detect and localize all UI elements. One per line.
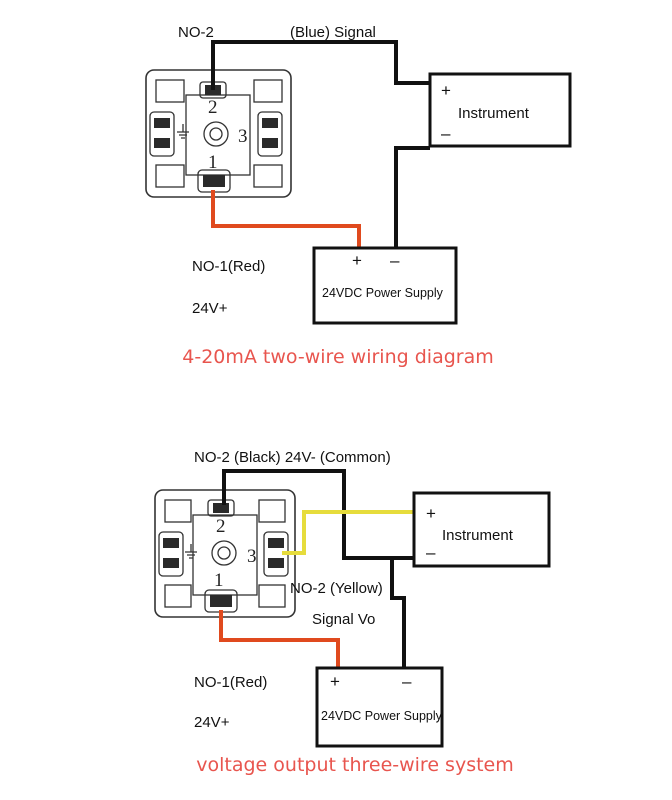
power-supply-label: 24VDC Power Supply (321, 709, 443, 723)
power-supply-label: 24VDC Power Supply (322, 286, 444, 300)
center-screw-inner (217, 546, 231, 560)
terminal-3-screw (268, 558, 284, 568)
terminal-number: 3 (238, 126, 248, 147)
label-blue-signal: (Blue) Signal (290, 24, 376, 41)
ground-terminal-screw (154, 138, 170, 148)
terminal-1-screw (203, 175, 225, 187)
instrument-plus: + (441, 81, 451, 100)
terminal-2-screw (213, 503, 229, 513)
label-no1-red: NO-1(Red) (194, 674, 267, 691)
ground-symbol-icon (185, 544, 197, 559)
label-signal-vo: Signal Vo (312, 611, 375, 628)
power-supply-minus: – (402, 672, 412, 691)
terminal-3-screw (262, 138, 278, 148)
connector-detail (155, 164, 185, 188)
label-common-black: NO-2 (Black) 24V- (Common) (194, 449, 391, 466)
instrument-box-bottom: + Instrument – (412, 491, 551, 568)
ground-terminal-screw (154, 118, 170, 128)
label-no2: NO-2 (178, 24, 214, 41)
ground-symbol-icon (177, 124, 189, 139)
connector-body-top: 2 3 1 (145, 69, 292, 198)
center-screw (211, 540, 237, 566)
caption-two-wire: 4-20mA two-wire wiring diagram (182, 346, 494, 368)
power-wire-red (211, 190, 361, 248)
caption-three-wire: voltage output three-wire system (196, 754, 514, 776)
instrument-minus: – (441, 124, 451, 143)
connector-detail (155, 79, 185, 103)
instrument-return-wire (394, 146, 430, 248)
terminal-1-screw (210, 595, 232, 607)
connector-body-bottom: 2 3 1 (154, 489, 296, 618)
connector-detail (164, 584, 192, 608)
connector-detail (253, 164, 283, 188)
label-no1-red: NO-1(Red) (192, 258, 265, 275)
instrument-label: Instrument (442, 527, 514, 544)
power-supply-box (312, 246, 458, 325)
connector-detail (164, 499, 192, 523)
ground-terminal-screw (163, 538, 179, 548)
signal-wire-yellow (282, 510, 414, 555)
instrument-box (412, 491, 551, 568)
power-supply-plus: + (330, 672, 340, 691)
power-supply-box-bottom: + – 24VDC Power Supply (315, 666, 444, 748)
power-wire-red (219, 610, 340, 668)
label-no2-yellow: NO-2 (Yellow) (290, 580, 383, 597)
terminal-3-screw (268, 538, 284, 548)
common-to-supply-wire (390, 558, 406, 668)
instrument-plus: + (426, 504, 436, 523)
instrument-box-top: + Instrument – (428, 72, 572, 148)
ground-terminal (158, 531, 184, 577)
instrument-minus: – (426, 543, 436, 562)
terminal-3 (257, 111, 283, 157)
terminal-3-screw (262, 118, 278, 128)
center-screw-inner (209, 127, 223, 141)
power-supply-box (315, 666, 444, 748)
signal-wire-blue (211, 40, 430, 90)
two-wire-diagram: 2 3 1 + Instrument – + – 24VDC Power Sup… (145, 24, 572, 368)
ground-terminal (149, 111, 175, 157)
ground-terminal-screw (163, 558, 179, 568)
terminal-number: 1 (208, 152, 218, 173)
terminal-number: 2 (216, 516, 226, 537)
power-supply-box-top: + – 24VDC Power Supply (312, 246, 458, 325)
label-24v-plus: 24V+ (192, 300, 228, 317)
center-screw (203, 121, 229, 147)
instrument-label: Instrument (458, 105, 530, 122)
terminal-2 (207, 499, 235, 517)
common-wire-black (222, 469, 414, 560)
terminal-number: 1 (214, 570, 224, 591)
instrument-box (428, 72, 572, 148)
power-supply-plus: + (352, 251, 362, 270)
connector-detail (258, 584, 286, 608)
connector-detail (253, 79, 283, 103)
connector-detail (258, 499, 286, 523)
terminal-number: 3 (247, 546, 257, 567)
terminal-number: 2 (208, 97, 218, 118)
label-24v-plus: 24V+ (194, 714, 230, 731)
three-wire-diagram: 2 3 1 + Instrument – + – 24VDC Power Sup… (154, 449, 551, 776)
power-supply-minus: – (390, 251, 400, 270)
